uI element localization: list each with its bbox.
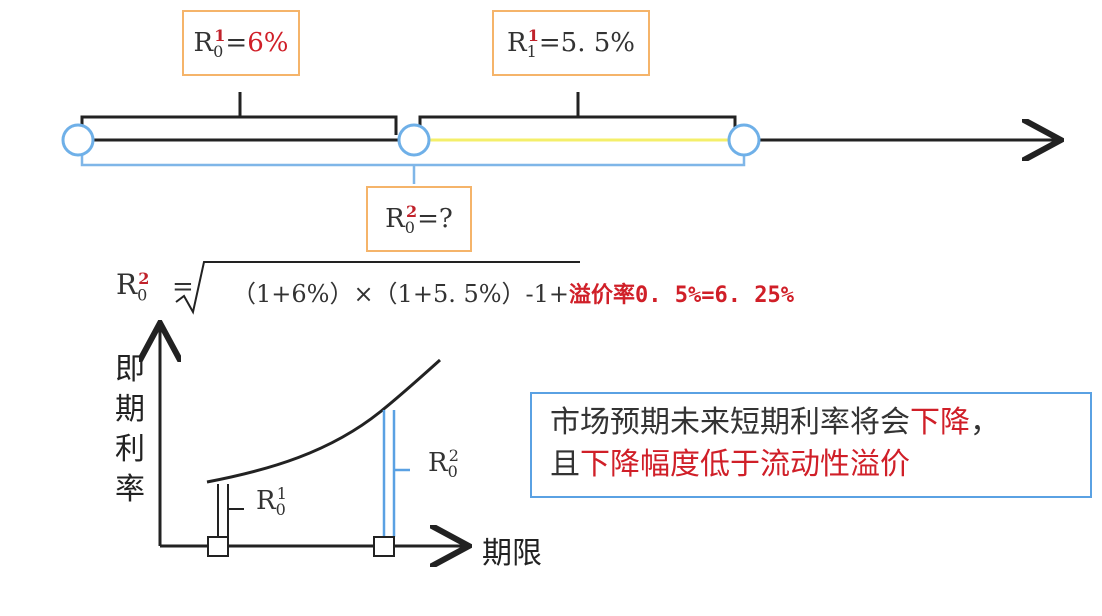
marker-r01-base: R (256, 486, 276, 516)
note-line1-end: ， (970, 405, 1000, 440)
y-axis-label: 即期利率 (115, 352, 145, 507)
timeline-node-1 (397, 123, 431, 157)
label-r11-eq: =5. 5% (538, 28, 635, 58)
note-line2-red: 下降幅度低于流动性溢价 (580, 447, 910, 482)
marker-r01-label: R01 (256, 484, 287, 520)
formula-lhs-sup: 2 (138, 268, 150, 288)
label-r02-base: R (385, 204, 405, 234)
label-r11: R11=5. 5% (492, 10, 650, 76)
timeline-node-2 (727, 123, 761, 157)
label-r11-sub: 1 (526, 42, 537, 62)
label-r02-sup: 2 (405, 202, 418, 222)
marker-r02-label: R02 (428, 446, 459, 482)
label-r11-base: R (506, 28, 527, 58)
formula-expression: （1+6%）×（1+5. 5%）-1+溢价率0. 5%=6. 25% (232, 274, 794, 309)
formula-lhs: R02 (116, 268, 150, 303)
note-line2-plain: 且 (550, 447, 580, 482)
sqrt-sign (175, 261, 580, 315)
label-r02: R02=? (366, 186, 472, 252)
marker-r01-bar (217, 484, 244, 537)
timeline-node-0 (61, 123, 95, 157)
formula-body: （1+6%）×（1+5. 5%）-1+ (232, 280, 570, 308)
note-line-2: 且下降幅度低于流动性溢价 (550, 444, 1090, 486)
marker-r02-sub: 0 (447, 462, 458, 482)
marker-r02-sup: 2 (448, 446, 459, 466)
label-r01-sup: 1 (214, 26, 226, 46)
tick-square-1 (207, 536, 229, 557)
label-r01: R01=6% (182, 10, 300, 76)
brace-r01 (80, 92, 398, 135)
formula-equals: = (172, 272, 194, 302)
note-line1-red: 下降 (910, 405, 970, 440)
note-line-1: 市场预期未来短期利率将会下降， (550, 402, 1090, 444)
marker-r01-sub: 0 (275, 500, 286, 520)
label-r01-value: 6% (247, 28, 289, 58)
marker-r02-bar (382, 410, 410, 537)
label-r02-sub: 0 (404, 218, 415, 238)
label-r01-eq: = (225, 28, 248, 58)
tick-square-2 (373, 536, 395, 557)
marker-r02-base: R (428, 448, 448, 478)
label-r01-base: R (193, 28, 214, 58)
yield-curve (206, 358, 442, 484)
formula-lhs-base: R (116, 268, 138, 301)
marker-r01-sup: 1 (276, 484, 287, 504)
formula-tail: 溢价率0. 5%=6. 25% (569, 283, 794, 308)
brace-r11 (418, 92, 737, 135)
x-axis-label: 期限 (482, 536, 542, 571)
label-r02-eq: =? (417, 204, 453, 234)
note-box: 市场预期未来短期利率将会下降， 且下降幅度低于流动性溢价 (530, 392, 1092, 498)
label-r01-sub: 0 (213, 42, 224, 62)
formula-lhs-sub: 0 (137, 285, 148, 305)
label-r11-sup: 1 (527, 26, 539, 46)
note-line1-plain: 市场预期未来短期利率将会 (550, 405, 910, 440)
